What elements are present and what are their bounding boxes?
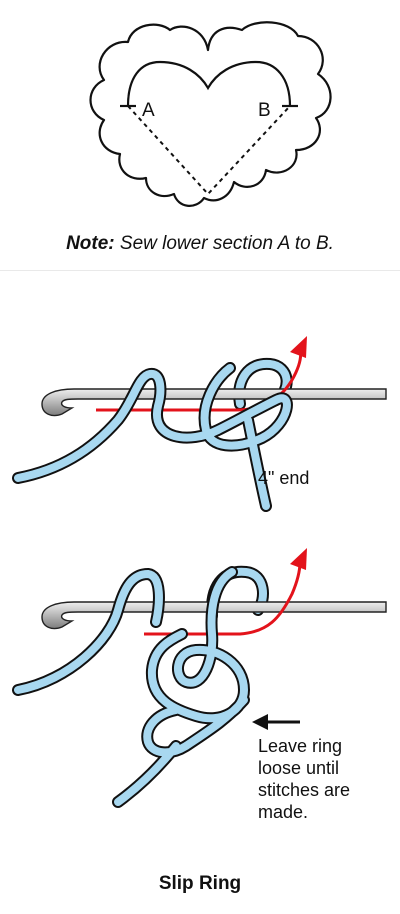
pointer-arrowhead <box>252 714 268 730</box>
leave-ring-note: Leave ring loose until stitches are made… <box>258 735 350 823</box>
label-b: B <box>258 100 271 121</box>
heart-diagram: A B <box>89 21 332 207</box>
note-bold-label: Note: <box>66 233 115 254</box>
red-arrowhead-1 <box>290 336 307 358</box>
red-arrowhead-2 <box>290 548 307 570</box>
section-divider <box>0 270 400 271</box>
heart-inner-upper <box>126 60 292 107</box>
note-text: Sew lower section A to B. <box>114 233 334 254</box>
leave-ring-line-4: made. <box>258 802 309 822</box>
slip-ring-step-2 <box>12 548 387 808</box>
heart-scalloped-outline <box>89 21 332 207</box>
yarn-front-2 <box>12 566 250 808</box>
crochet-hook-2 <box>41 601 387 630</box>
leave-ring-line-2: loose until <box>258 758 340 778</box>
red-yarn-path-2 <box>144 561 302 636</box>
yarn-front-1 <box>12 362 293 512</box>
slip-ring-step-1 <box>12 336 387 512</box>
sewing-note: Note: Sew lower section A to B. <box>0 233 400 255</box>
leave-ring-line-1: Leave ring <box>258 736 343 756</box>
label-a: A <box>142 100 155 121</box>
four-inch-end-label: 4" end <box>258 468 310 488</box>
leave-ring-line-3: stitches are <box>258 780 351 800</box>
figure-caption: Slip Ring <box>158 873 242 894</box>
